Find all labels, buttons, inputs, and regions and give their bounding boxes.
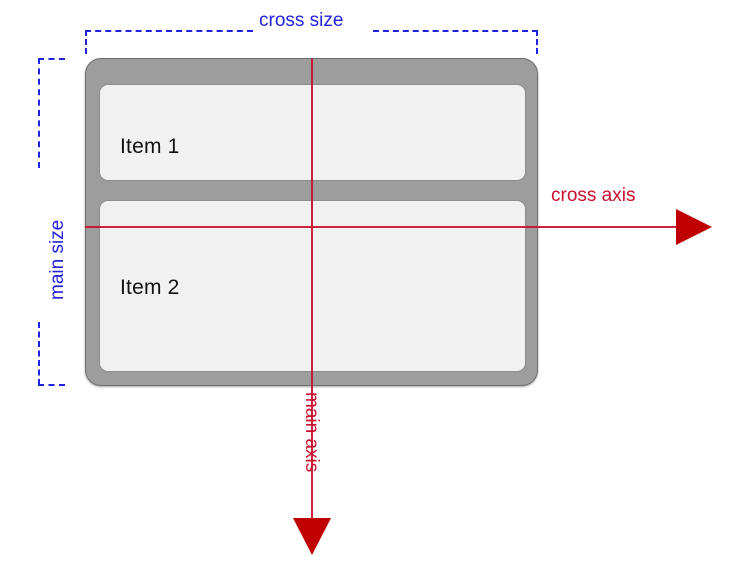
main-size-bracket-line-top <box>38 58 40 168</box>
cross-size-bracket-bar-left <box>85 30 253 32</box>
main-size-label: main size <box>47 219 68 300</box>
main-size-bracket-bar-top <box>38 58 65 60</box>
main-axis-arrow-icon <box>293 518 331 555</box>
cross-axis-arrow-icon <box>676 209 712 245</box>
flex-item-1-label: Item 1 <box>120 135 180 158</box>
main-size-bracket-bar-bottom <box>38 384 65 386</box>
cross-size-bracket-tick-left <box>85 30 87 54</box>
cross-axis-label: cross axis <box>551 185 636 206</box>
cross-axis-line <box>85 226 679 228</box>
main-size-bracket-line-bottom <box>38 322 40 385</box>
main-axis-line <box>311 58 313 521</box>
flex-item-2-label: Item 2 <box>120 276 180 299</box>
cross-size-label: cross size <box>259 10 344 31</box>
cross-size-bracket-bar-right <box>373 30 538 32</box>
cross-size-bracket-tick-right <box>536 30 538 54</box>
main-axis-label: main axis <box>301 392 322 473</box>
